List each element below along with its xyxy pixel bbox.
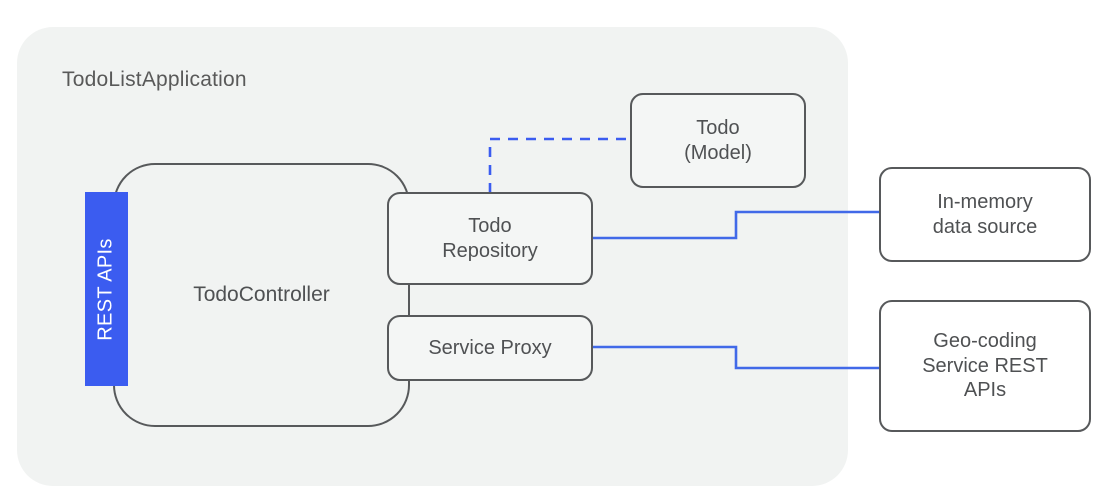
node-todo-model[interactable]: Todo (Model) xyxy=(630,93,806,188)
node-todo-repository[interactable]: Todo Repository xyxy=(387,192,593,285)
node-todo-controller[interactable]: TodoController xyxy=(113,163,410,427)
node-service-proxy-label: Service Proxy xyxy=(428,336,552,359)
node-service-proxy[interactable]: Service Proxy xyxy=(387,315,593,381)
node-todo-repository-label: Todo Repository xyxy=(442,215,538,262)
rest-apis-bar[interactable]: REST APIs xyxy=(85,192,128,386)
application-title: TodoListApplication xyxy=(62,68,247,91)
node-todo-controller-label: TodoController xyxy=(193,283,330,307)
node-geo-coding-service[interactable]: Geo-coding Service REST APIs xyxy=(879,300,1091,432)
node-in-memory-data-source-label: In-memory data source xyxy=(932,191,1038,238)
node-todo-model-label: Todo (Model) xyxy=(684,117,752,164)
rest-apis-label: REST APIs xyxy=(95,237,117,341)
node-in-memory-data-source[interactable]: In-memory data source xyxy=(879,167,1091,262)
node-geo-coding-service-label: Geo-coding Service REST APIs xyxy=(922,330,1048,402)
